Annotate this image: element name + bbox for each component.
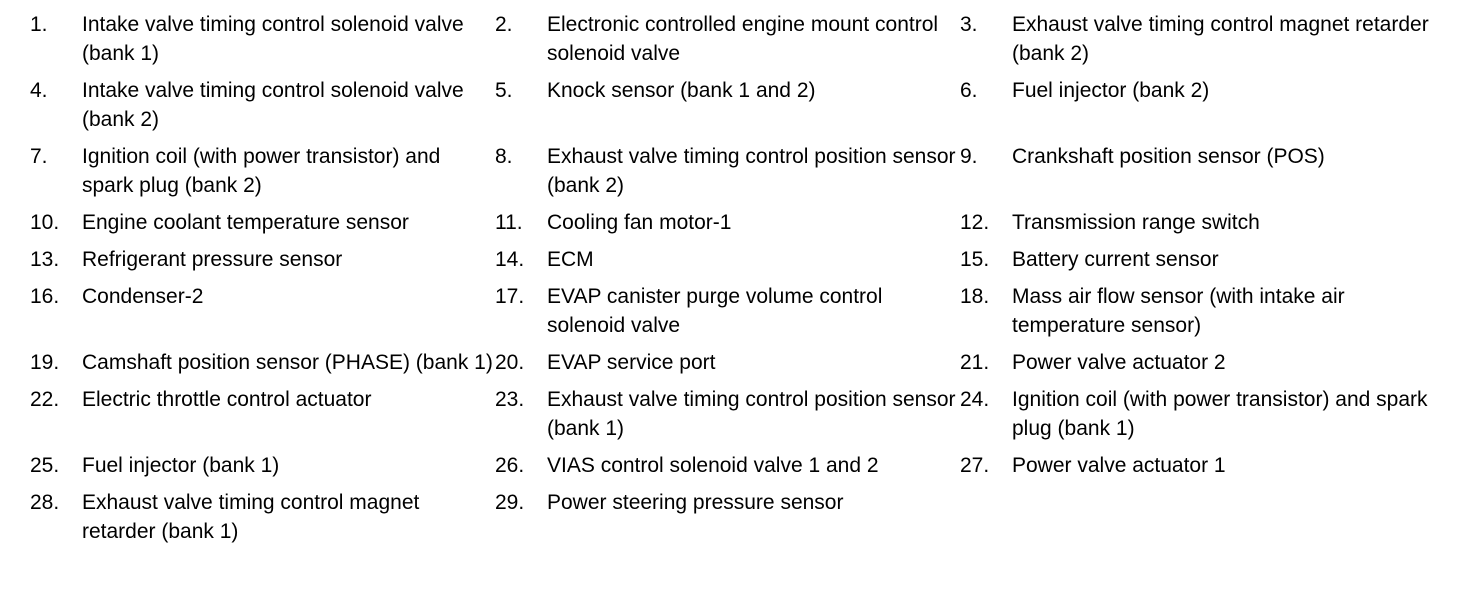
empty-cell bbox=[1012, 488, 1432, 554]
item-label: Fuel injector (bank 2) bbox=[1012, 79, 1210, 102]
legend-row: 13. Refrigerant pressure sensor 14. ECM … bbox=[30, 245, 1432, 282]
legend-row: 10. Engine coolant temperature sensor 11… bbox=[30, 208, 1432, 245]
item-label: Knock sensor (bank 1 and 2) bbox=[547, 79, 816, 102]
item-label: Electronic controlled engine mount contr… bbox=[547, 13, 939, 65]
item-label: Exhaust valve timing control position se… bbox=[547, 388, 956, 440]
legend-row: 1. Intake valve timing control solenoid … bbox=[30, 10, 1432, 76]
item-number: 17. bbox=[495, 285, 525, 308]
item-label: Intake valve timing control solenoid val… bbox=[82, 79, 464, 131]
item-label: Refrigerant pressure sensor bbox=[82, 248, 343, 271]
item-label: Battery current sensor bbox=[1012, 248, 1219, 271]
item-label: Transmission range switch bbox=[1012, 211, 1260, 234]
item-label: Fuel injector (bank 1) bbox=[82, 454, 280, 477]
item-label: Engine coolant temperature sensor bbox=[82, 211, 409, 234]
legend-row: 22. Electric throttle control actuator 2… bbox=[30, 385, 1432, 451]
item-label: ECM bbox=[547, 248, 594, 271]
item-number: 1. bbox=[30, 13, 48, 36]
item-label: Power steering pressure sensor bbox=[547, 491, 844, 514]
item-number: 18. bbox=[960, 285, 990, 308]
item-label: Exhaust valve timing control magnet reta… bbox=[1012, 13, 1429, 65]
legend-row: 28. Exhaust valve timing control magnet … bbox=[30, 488, 1432, 554]
item-number: 8. bbox=[495, 145, 513, 168]
item-number: 25. bbox=[30, 454, 60, 477]
empty-cell bbox=[960, 488, 1012, 554]
item-number: 24. bbox=[960, 388, 990, 411]
legend-row: 4. Intake valve timing control solenoid … bbox=[30, 76, 1432, 142]
item-label: EVAP service port bbox=[547, 351, 716, 374]
item-number: 15. bbox=[960, 248, 990, 271]
item-number: 28. bbox=[30, 491, 60, 514]
item-label: Electric throttle control actuator bbox=[82, 388, 372, 411]
item-label: VIAS control solenoid valve 1 and 2 bbox=[547, 454, 879, 477]
item-number: 21. bbox=[960, 351, 990, 374]
item-number: 26. bbox=[495, 454, 525, 477]
item-number: 11. bbox=[495, 211, 523, 234]
item-number: 19. bbox=[30, 351, 60, 374]
item-label: Exhaust valve timing control position se… bbox=[547, 145, 956, 197]
item-number: 5. bbox=[495, 79, 513, 102]
item-number: 9. bbox=[960, 145, 978, 168]
item-label: Power valve actuator 2 bbox=[1012, 351, 1226, 374]
item-number: 20. bbox=[495, 351, 525, 374]
item-number: 7. bbox=[30, 145, 48, 168]
item-label: Power valve actuator 1 bbox=[1012, 454, 1226, 477]
item-label: Intake valve timing control solenoid val… bbox=[82, 13, 464, 65]
item-number: 16. bbox=[30, 285, 60, 308]
item-number: 29. bbox=[495, 491, 525, 514]
item-number: 2. bbox=[495, 13, 513, 36]
legend-row: 25. Fuel injector (bank 1) 26. VIAS cont… bbox=[30, 451, 1432, 488]
item-number: 27. bbox=[960, 454, 990, 477]
item-number: 22. bbox=[30, 388, 60, 411]
item-number: 10. bbox=[30, 211, 60, 234]
item-number: 4. bbox=[30, 79, 48, 102]
legend-row: 7. Ignition coil (with power transistor)… bbox=[30, 142, 1432, 208]
item-number: 6. bbox=[960, 79, 978, 102]
item-label: Ignition coil (with power transistor) an… bbox=[1012, 388, 1428, 440]
item-number: 13. bbox=[30, 248, 60, 271]
item-label: Exhaust valve timing control magnet reta… bbox=[82, 491, 420, 543]
legend-row: 19. Camshaft position sensor (PHASE) (ba… bbox=[30, 348, 1432, 385]
item-label: Ignition coil (with power transistor) an… bbox=[82, 145, 441, 197]
item-label: EVAP canister purge volume control solen… bbox=[547, 285, 883, 337]
item-number: 3. bbox=[960, 13, 978, 36]
item-label: Camshaft position sensor (PHASE) (bank 1… bbox=[82, 351, 493, 374]
item-label: Cooling fan motor-1 bbox=[547, 211, 732, 234]
item-number: 14. bbox=[495, 248, 525, 271]
legend-row: 16. Condenser-2 17. EVAP canister purge … bbox=[30, 282, 1432, 348]
item-label: Mass air flow sensor (with intake air te… bbox=[1012, 285, 1345, 337]
item-number: 23. bbox=[495, 388, 525, 411]
item-label: Condenser-2 bbox=[82, 285, 204, 308]
item-number: 12. bbox=[960, 211, 990, 234]
item-label: Crankshaft position sensor (POS) bbox=[1012, 145, 1325, 168]
component-legend: 1. Intake valve timing control solenoid … bbox=[30, 10, 1432, 554]
